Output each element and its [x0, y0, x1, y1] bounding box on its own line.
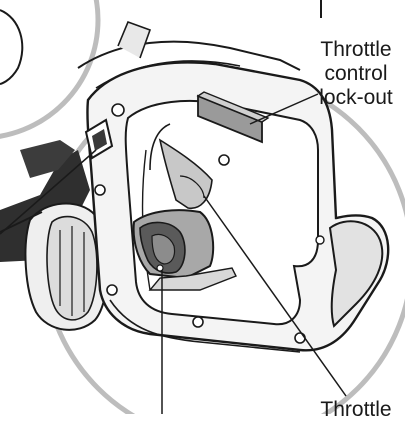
switch-box [84, 118, 114, 160]
trigger-guard [132, 209, 237, 291]
throttle-label: Throttle [320, 398, 392, 421]
engine-body [0, 140, 109, 331]
leader-line-left [0, 149, 97, 235]
throttle-trigger [158, 138, 213, 209]
detail-circle-top-left [0, 0, 101, 139]
leader-line-throttle [203, 195, 347, 397]
lockout-lever [196, 91, 270, 144]
throttle-lockout-label: Throttle control lock-out [300, 38, 405, 110]
lockout-label-line1: Throttle [320, 38, 392, 61]
lockout-label-line3: lock-out [319, 86, 393, 109]
leader-line-lockout [249, 93, 319, 125]
lockout-label-line2: control [324, 62, 388, 85]
